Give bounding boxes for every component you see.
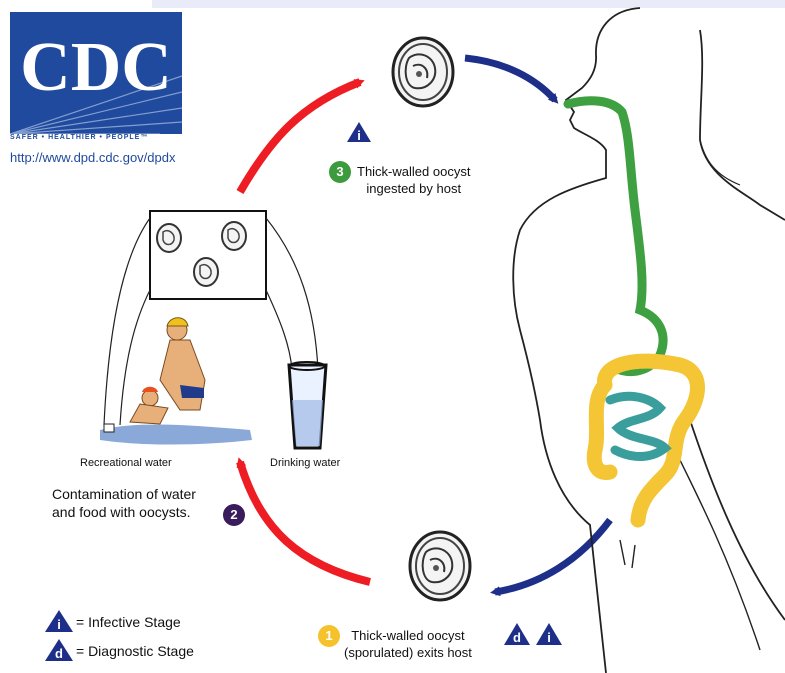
legend-diagnostic-label: = Diagnostic Stage [76, 643, 194, 659]
legend-infective-label: = Infective Stage [76, 614, 181, 630]
stage-1-line2: (sporulated) exits host [344, 644, 472, 661]
stage-1-badge-i: i [547, 630, 551, 645]
gi-tract-illustration [568, 101, 698, 520]
swimmers-illustration [100, 318, 252, 445]
stage-1-badge-d: d [513, 630, 521, 645]
arrow-to-contamination [240, 462, 370, 582]
recreational-water-label: Recreational water [80, 455, 172, 472]
svg-text:d: d [55, 646, 63, 661]
stage-3-badge: i [346, 121, 372, 143]
stage-1-number: 1 [318, 625, 340, 647]
oocyst-ingested-icon [393, 38, 453, 106]
legend-diagnostic-icon: d [44, 638, 74, 662]
stage-3-label: Thick-walled oocyst ingested by host [357, 163, 470, 197]
stage-2-label: Contamination of water and food with ooc… [52, 485, 196, 521]
drinking-water-label: Drinking water [270, 455, 340, 472]
arrow-to-host [465, 58, 555, 100]
stage-3-line1: Thick-walled oocyst [357, 163, 470, 180]
oocyst-sample-icon [194, 258, 218, 286]
stage-1-badges: d i [503, 622, 563, 646]
stage-3-badge-symbol: i [357, 128, 361, 143]
svg-text:i: i [57, 617, 61, 632]
legend-infective-icon: i [44, 609, 74, 633]
stage-3-line2: ingested by host [357, 180, 470, 197]
oocyst-sample-icon [222, 222, 246, 250]
drinking-glass-icon [289, 362, 326, 448]
oocyst-exiting-icon [410, 532, 470, 600]
stage-2-line2: and food with oocysts. [52, 503, 196, 521]
oocyst-sample-icon [157, 224, 181, 252]
stage-1-line1: Thick-walled oocyst [344, 627, 472, 644]
stage-2-line1: Contamination of water [52, 485, 196, 503]
stage-2-number: 2 [223, 504, 245, 526]
stage-1-label: Thick-walled oocyst (sporulated) exits h… [344, 627, 472, 661]
stage-3-number: 3 [329, 161, 351, 183]
